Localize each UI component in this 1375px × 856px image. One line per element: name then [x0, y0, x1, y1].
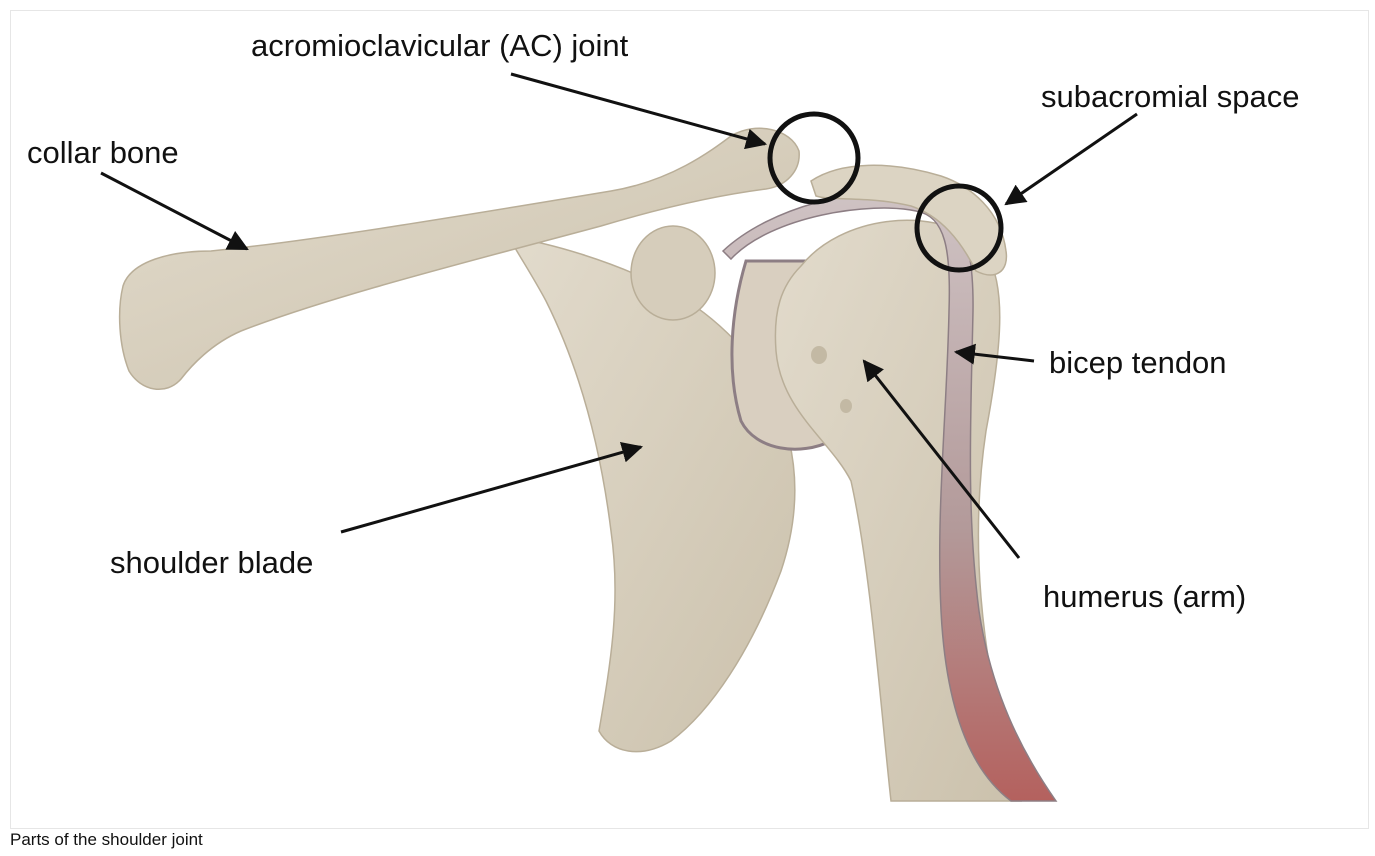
- figure-caption: Parts of the shoulder joint: [10, 829, 203, 851]
- ac-joint-label: acromioclavicular (AC) joint: [251, 28, 629, 63]
- collar-bone-label: collar bone: [27, 135, 179, 170]
- humerus-tubercle-2: [840, 399, 852, 413]
- subacromial-label: subacromial space: [1041, 79, 1299, 114]
- bicep-tendon-label: bicep tendon: [1049, 345, 1227, 380]
- shoulder-diagram: acromioclavicular (AC) joint subacromial…: [10, 10, 1369, 829]
- shoulder-blade-label: shoulder blade: [110, 545, 313, 580]
- humerus-tubercle: [811, 346, 827, 364]
- subacromial-arrow: [1006, 114, 1137, 204]
- shoulder-blade-arrow: [341, 447, 641, 532]
- collar-bone-arrow: [101, 173, 247, 249]
- coracoid-process: [631, 226, 715, 320]
- ac-joint-arrow: [511, 74, 765, 144]
- humerus-label: humerus (arm): [1043, 579, 1246, 614]
- shoulder-illustration: acromioclavicular (AC) joint subacromial…: [11, 11, 1368, 828]
